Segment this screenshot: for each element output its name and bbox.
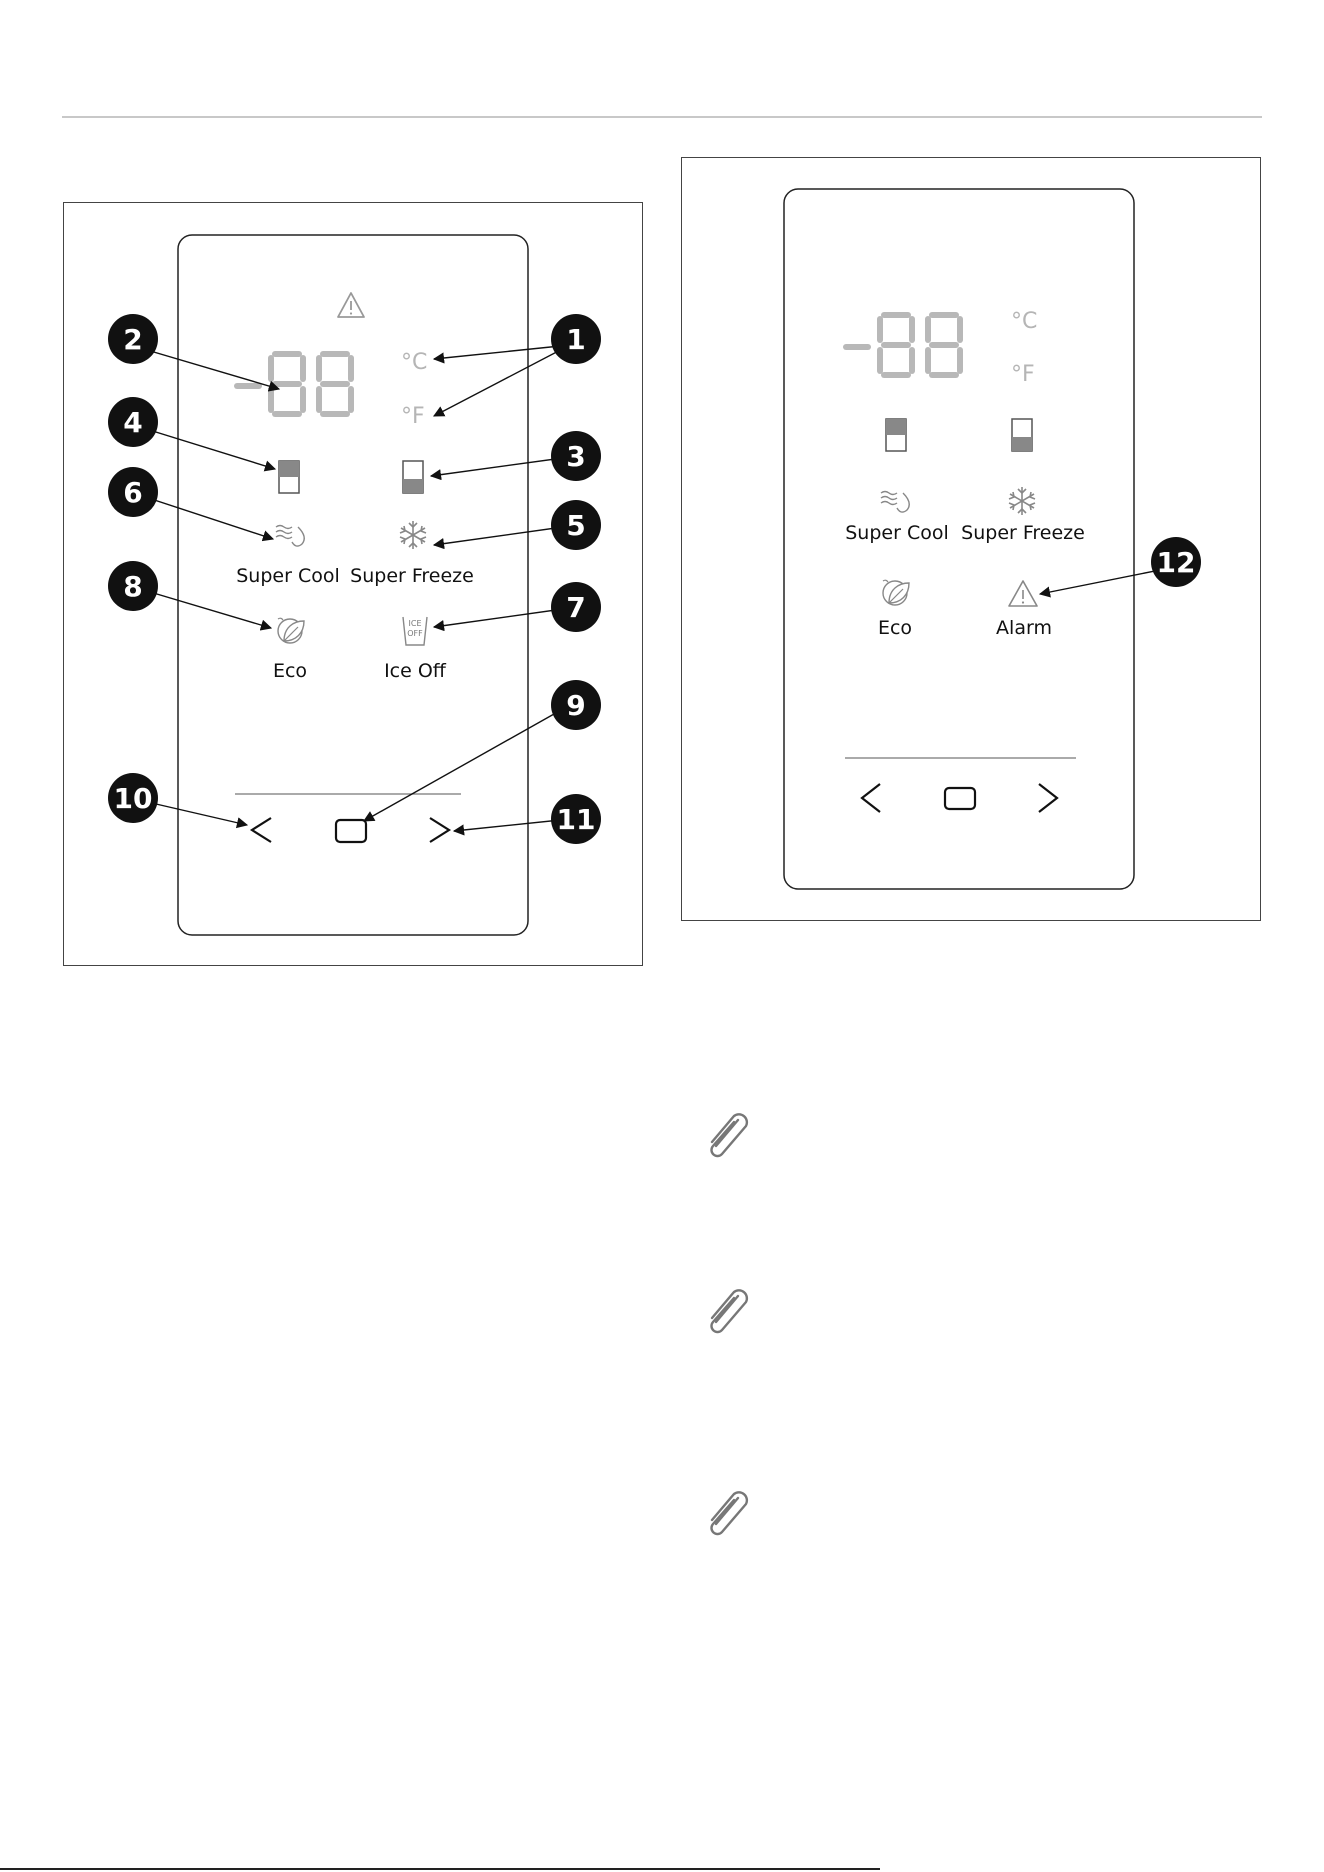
- super-freeze-label: Super Freeze: [350, 565, 474, 587]
- ice-off-icon-text-1: ICE: [409, 619, 422, 628]
- display-segment: [843, 344, 871, 350]
- display-segment: [348, 355, 354, 382]
- callout-1: 1: [551, 314, 601, 364]
- display-segment: [909, 316, 915, 343]
- paperclip-icon: [700, 1482, 760, 1542]
- display-segment: [929, 342, 959, 348]
- unit-fahrenheit: °F: [1011, 362, 1035, 387]
- display-segment: [881, 312, 911, 318]
- freezer-compartment-icon[interactable]: [403, 461, 423, 493]
- svg-text:6: 6: [123, 476, 142, 509]
- display-segment: [316, 355, 322, 382]
- paperclip-icon: [700, 1104, 760, 1164]
- display-segment: [320, 411, 350, 417]
- callout-9: 9: [551, 680, 601, 730]
- display-segment: [348, 386, 354, 413]
- header-rule: [62, 116, 1262, 118]
- svg-text:9: 9: [566, 689, 585, 722]
- eco-label: Eco: [273, 660, 307, 682]
- display-segment: [320, 351, 350, 357]
- fridge-compartment-icon[interactable]: [279, 461, 299, 493]
- display-segment: [316, 386, 322, 413]
- display-segment: [234, 383, 262, 389]
- display-segment: [929, 372, 959, 378]
- footer-rule: [0, 1868, 880, 1870]
- callout-2: 2: [108, 314, 158, 364]
- svg-text:11: 11: [557, 803, 596, 836]
- display-segment: [268, 355, 274, 382]
- svg-text:3: 3: [566, 440, 585, 473]
- display-segment: [300, 386, 306, 413]
- figure-control-panel-right: °C °F Super Cool Super Freeze Eco Alarm: [681, 157, 1261, 921]
- callout-6: 6: [108, 467, 158, 517]
- paperclip-icon: [700, 1280, 760, 1340]
- display-segment: [929, 312, 959, 318]
- callout-3: 3: [551, 431, 601, 481]
- ice-off-icon-text-2: OFF: [407, 629, 423, 638]
- svg-text:5: 5: [566, 509, 585, 542]
- display-segment: [877, 316, 883, 343]
- callout-12: 12: [1151, 537, 1201, 587]
- svg-text:10: 10: [114, 782, 153, 815]
- super-cool-label: Super Cool: [845, 522, 949, 544]
- callout-11: 11: [551, 794, 601, 844]
- display-segment: [925, 347, 931, 374]
- svg-text:4: 4: [123, 406, 142, 439]
- callout-10: 10: [108, 773, 158, 823]
- ice-off-label: Ice Off: [384, 660, 447, 682]
- display-segment: [272, 411, 302, 417]
- super-cool-label: Super Cool: [236, 565, 340, 587]
- display-segment: [925, 316, 931, 343]
- unit-celsius: °C: [401, 350, 427, 375]
- figure-control-panel-left: °C °F Super Cool Super Freeze Eco I: [63, 202, 643, 966]
- alarm-label: Alarm: [996, 617, 1052, 639]
- svg-text:1: 1: [566, 323, 585, 356]
- unit-fahrenheit: °F: [401, 404, 425, 429]
- display-segment: [300, 355, 306, 382]
- display-segment: [957, 316, 963, 343]
- display-segment: [272, 351, 302, 357]
- svg-text:7: 7: [566, 591, 585, 624]
- eco-label: Eco: [878, 617, 912, 639]
- display-segment: [877, 347, 883, 374]
- svg-text:12: 12: [1157, 546, 1196, 579]
- svg-text:8: 8: [123, 570, 142, 603]
- svg-text:2: 2: [123, 323, 142, 356]
- display-segment: [957, 347, 963, 374]
- fridge-compartment-icon[interactable]: [886, 419, 906, 451]
- unit-celsius: °C: [1011, 309, 1037, 334]
- callout-4: 4: [108, 397, 158, 447]
- display-segment: [268, 386, 274, 413]
- callout-7: 7: [551, 582, 601, 632]
- super-freeze-label: Super Freeze: [961, 522, 1085, 544]
- callout-8: 8: [108, 561, 158, 611]
- display-segment: [320, 381, 350, 387]
- display-segment: [881, 342, 911, 348]
- callout-5: 5: [551, 500, 601, 550]
- display-segment: [272, 381, 302, 387]
- display-segment: [909, 347, 915, 374]
- freezer-compartment-icon[interactable]: [1012, 419, 1032, 451]
- display-segment: [881, 372, 911, 378]
